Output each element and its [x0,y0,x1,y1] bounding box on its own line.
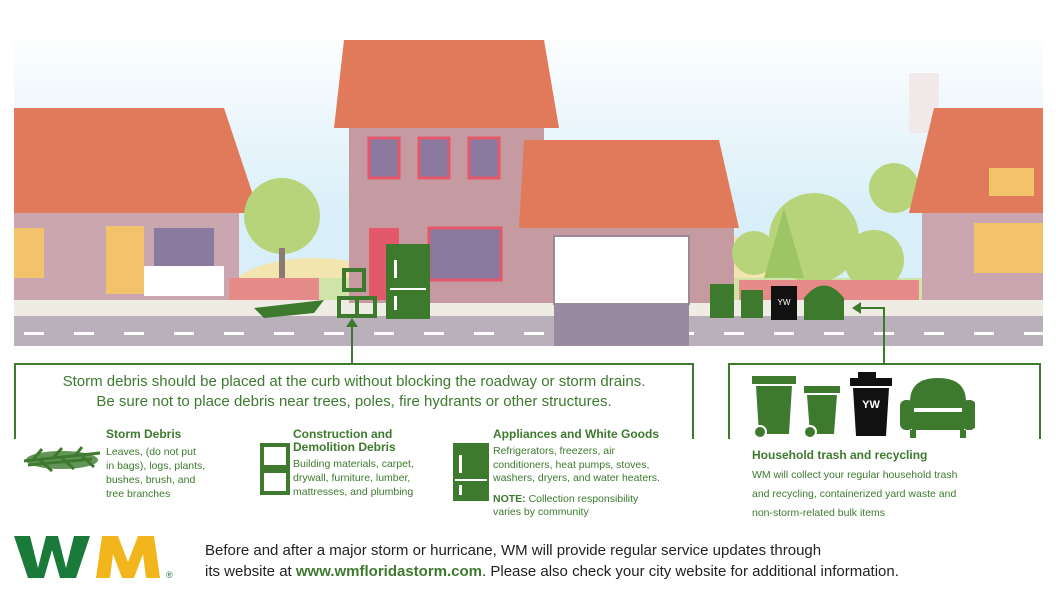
wm-logo: ® [14,532,176,584]
storm-debris-box [14,363,694,439]
curb-bins: YW [710,284,844,320]
footer-info: Before and after a major storm or hurric… [205,540,1045,582]
neighborhood-illustration: YW [14,28,1043,346]
desc-line: mattresses, and plumbing [293,486,414,498]
instructions-line-2: Be sure not to place debris near trees, … [96,393,612,410]
desc-line: washers, dryers, and water heaters. [493,472,660,484]
center-house [334,40,739,346]
household-description: WM will collect your regular household t… [752,466,1002,523]
desc-line: conditioners, heat pumps, stoves, [493,458,650,471]
desc-line: WM will collect your regular household t… [752,469,958,481]
desc-line: in bags), logs, plants, [106,460,206,472]
instructions-line-1: Storm debris should be placed at the cur… [62,373,646,390]
left-house [14,108,259,300]
category-title: Construction and Demolition Debris [293,428,448,454]
tree [844,230,904,290]
footer-suffix: . Please also check your city website fo… [482,563,899,580]
website-link[interactable]: www.wmfloridastorm.com [295,563,483,580]
footer-prefix: its website at [205,563,296,580]
curb-bin-label: YW [778,298,791,307]
category-description: Building materials, carpet, drywall, fur… [293,457,448,499]
curb-storm-debris [254,300,324,318]
curb-construction-blocks [337,268,377,318]
armchair-icon [900,378,975,438]
trash-cart-icon [752,376,796,439]
title-line: Construction and [293,427,393,441]
refrigerator-icon [453,443,489,501]
desc-line: Refrigerators, freezers, air [493,445,615,457]
note-text: Collection responsibility [525,492,639,505]
category-storm-debris: Storm Debris Leaves, (do not put in bags… [106,428,246,501]
desc-line: bushes, brush, and [106,474,196,486]
note-label: NOTE: [493,492,526,505]
household-title: Household trash and recycling [752,448,928,462]
category-appliances: Appliances and White Goods Refrigerators… [493,428,693,520]
tree [869,163,919,213]
footer-line-2: its website at www.wmfloridastorm.com. P… [205,561,1045,582]
category-construction-debris: Construction and Demolition Debris Build… [293,428,448,499]
desc-line: tree branches [106,488,171,500]
right-house [909,73,1043,300]
note: NOTE: Collection responsibility varies b… [493,493,693,520]
title-line: Demolition Debris [293,440,396,454]
tree [732,231,776,275]
desc-line: Building materials, carpet, [293,458,414,470]
curb-refrigerator [386,244,430,319]
desc-line: drywall, furniture, lumber, [293,472,411,484]
yard-waste-bin-icon: YW [850,372,892,436]
household-box [728,363,1041,439]
storm-debris-branch-icon [23,446,101,473]
note-text: varies by community [493,506,589,518]
storm-debris-instructions: Storm debris should be placed at the cur… [14,372,694,412]
category-description: Leaves, (do not put in bags), logs, plan… [106,445,246,501]
category-description: Refrigerators, freezers, air conditioner… [493,445,693,486]
registered-mark: ® [166,570,173,580]
desc-line: non-storm-related bulk items [752,507,886,519]
desc-line: and recycling, containerized yard waste … [752,488,957,500]
yard-waste-bin-label: YW [862,399,880,411]
category-title: Storm Debris [106,427,182,441]
up-arrow-right [852,302,885,364]
category-title: Appliances and White Goods [493,427,660,441]
footer-line-1: Before and after a major storm or hurric… [205,542,822,559]
blocks-icon [260,443,290,495]
tree [244,178,320,254]
wm-logo-mark: ® [14,536,173,580]
recycling-bin-icon [803,386,840,439]
road [14,316,1043,346]
up-arrow-left [346,318,358,364]
desc-line: Leaves, (do not put [106,446,196,458]
tree [764,208,804,278]
household-icons: YW [752,372,975,439]
street-scene-illustration: YW [14,28,1043,346]
